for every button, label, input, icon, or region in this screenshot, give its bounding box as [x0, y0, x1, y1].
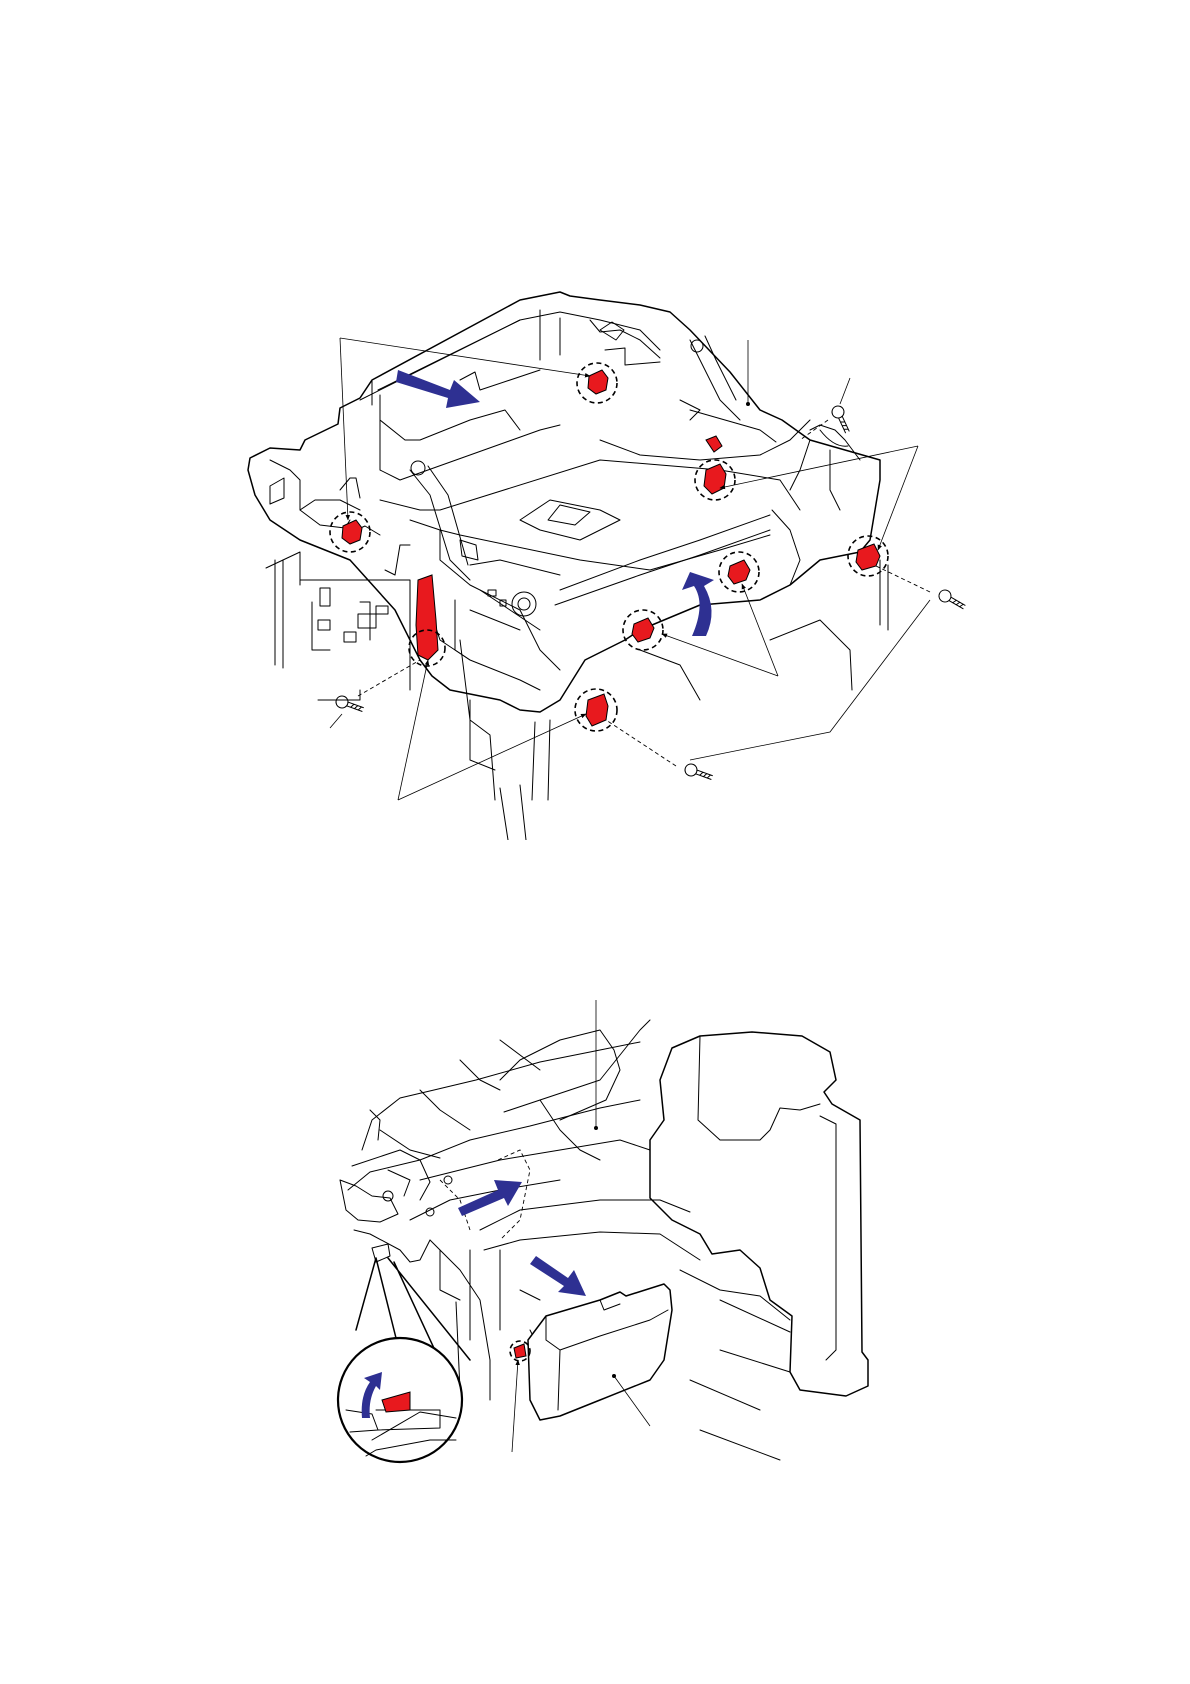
hook-top-left [342, 520, 362, 544]
removable-unit [528, 1284, 672, 1420]
screw-front [683, 762, 713, 783]
callout-circles [330, 363, 888, 731]
highlighted-parts [342, 370, 880, 726]
rotate-arrow-icon [682, 572, 714, 636]
leader-lines [330, 338, 930, 800]
assembly-diagram-bottom [0, 960, 1190, 1480]
slide-in-arrow-icon [458, 1180, 522, 1216]
screw-right [937, 588, 967, 612]
magnified-detail [338, 1258, 470, 1462]
motion-arrows [396, 370, 714, 636]
hook-front [586, 694, 608, 726]
hook-top-center [588, 370, 608, 394]
assembly-diagram-top [0, 0, 1190, 840]
lever-left [416, 575, 438, 660]
main-frame [248, 292, 880, 712]
removal-arrows [458, 1180, 586, 1296]
lower-chassis [266, 552, 888, 840]
pull-out-arrow-icon [530, 1256, 586, 1296]
hook-shaft-left [632, 618, 654, 642]
lever-right-top [706, 436, 722, 452]
hook-shaft-right [728, 560, 750, 584]
right-side-unit [650, 1032, 868, 1460]
